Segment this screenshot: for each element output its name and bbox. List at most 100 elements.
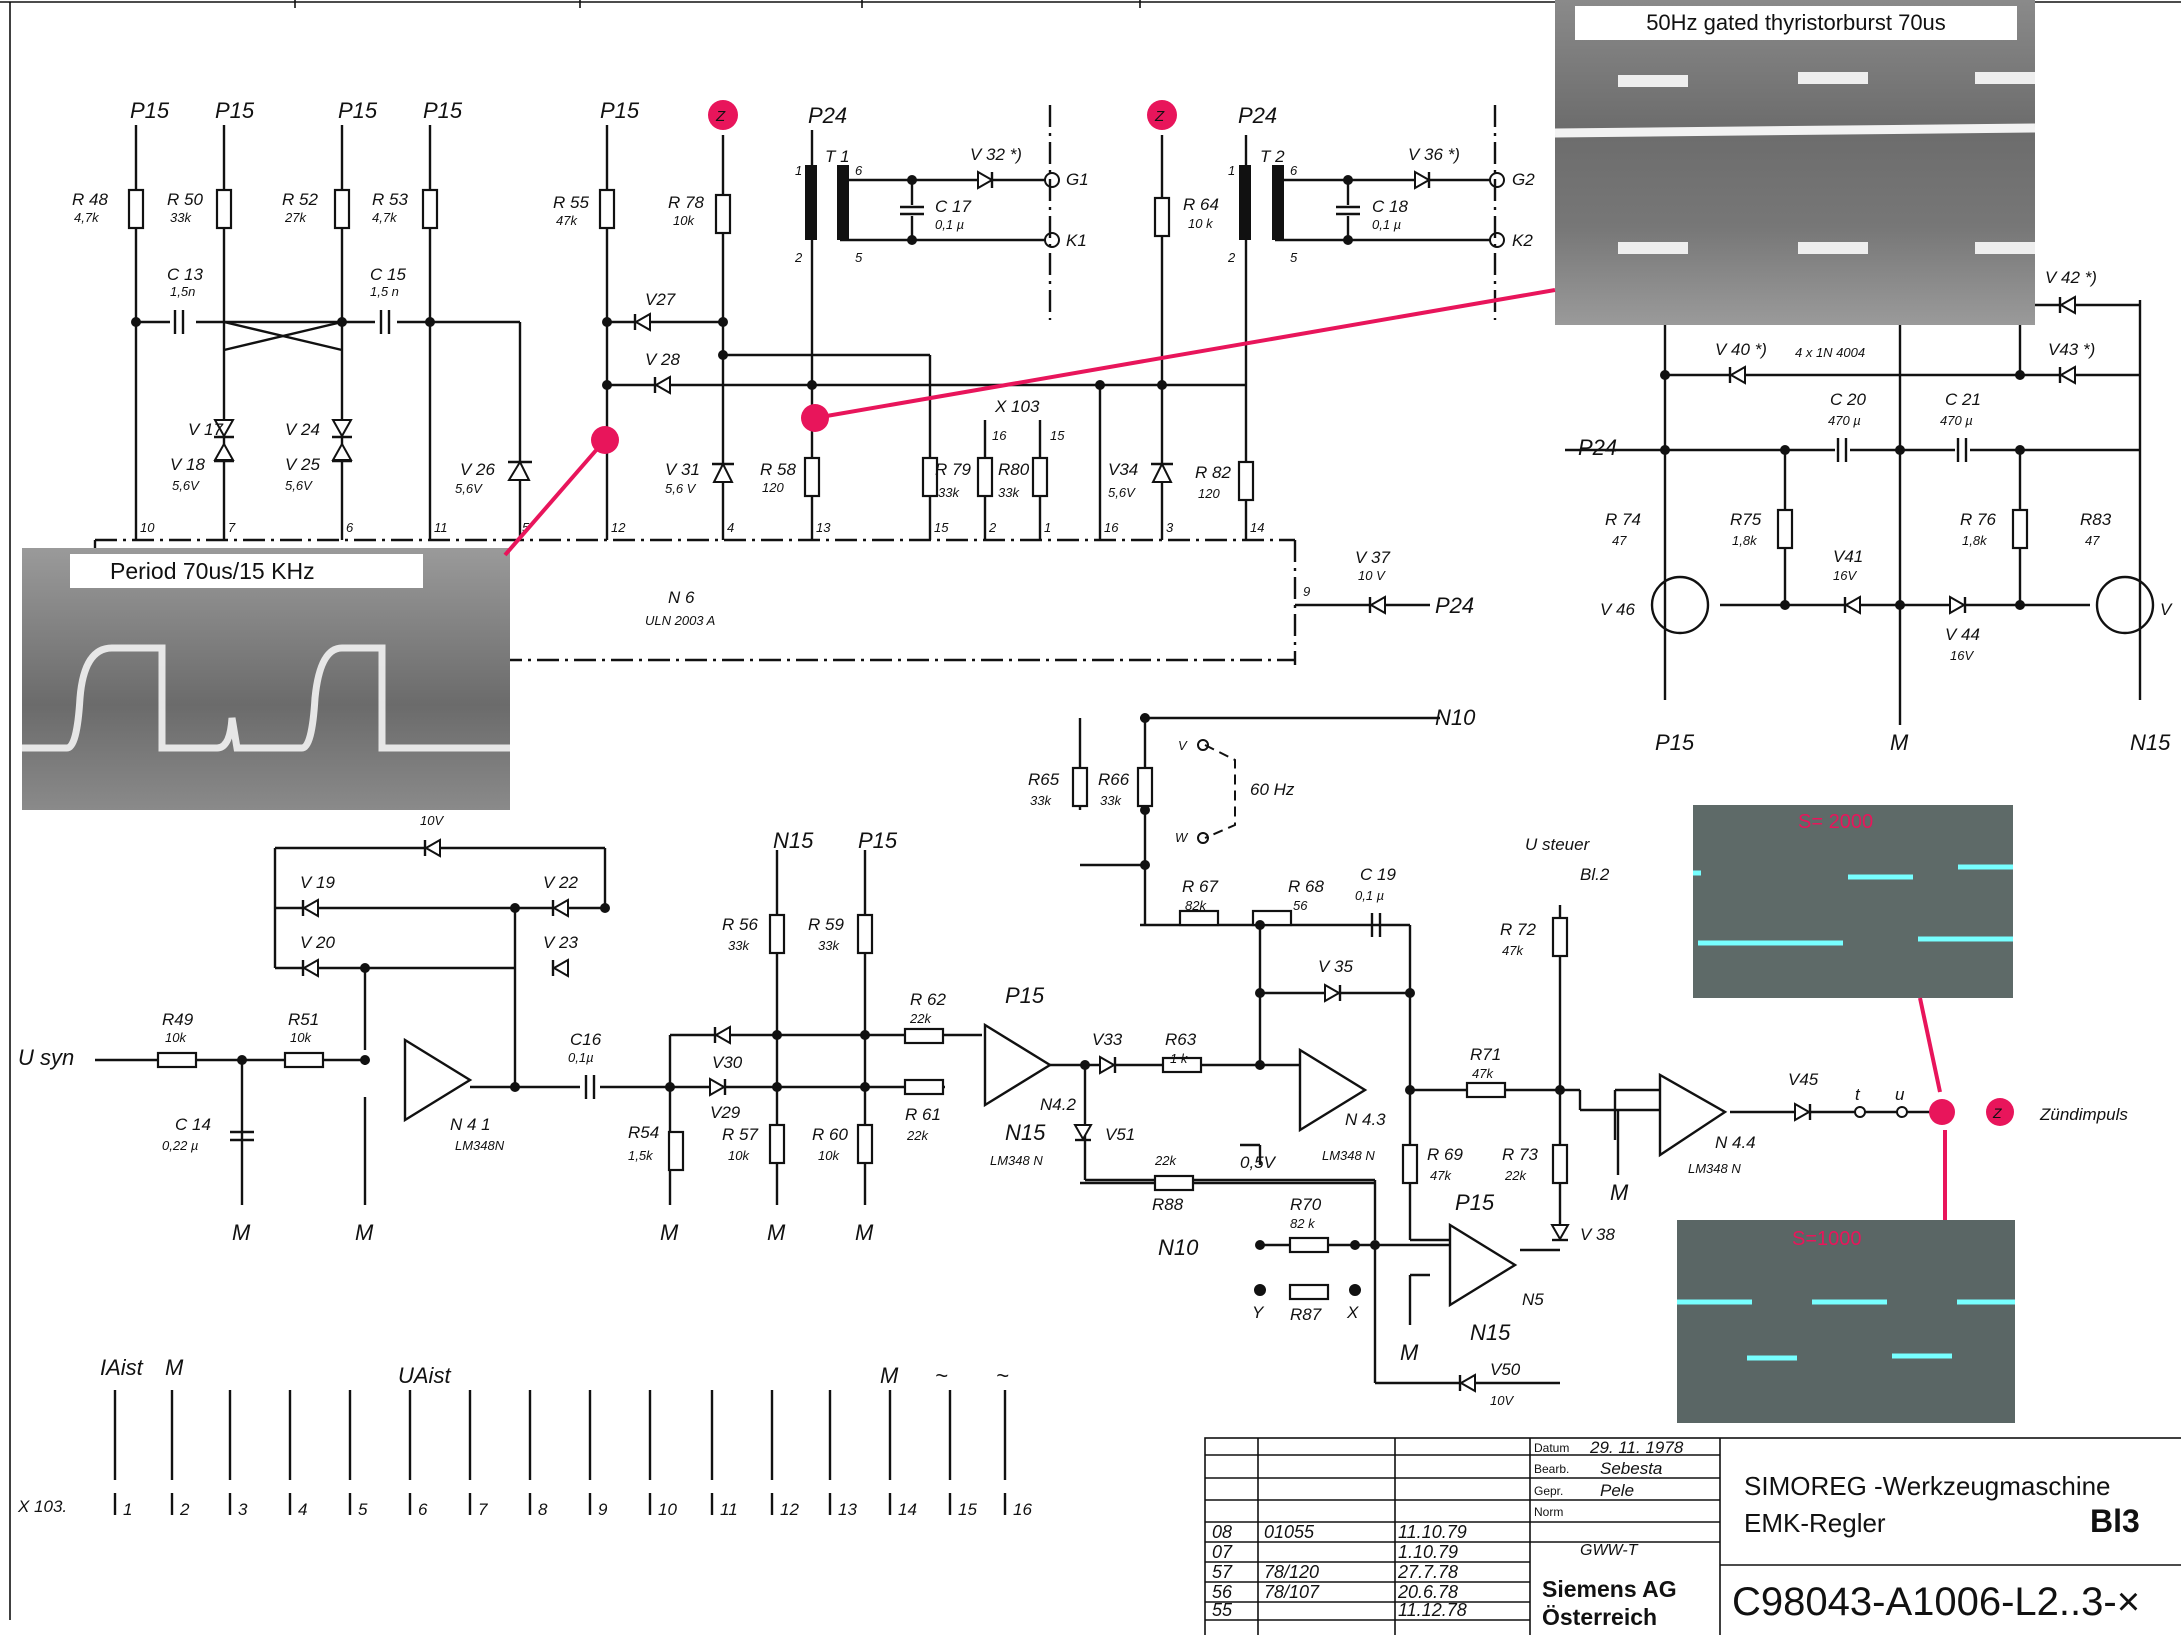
resistor-label: R 76 <box>1960 510 1996 529</box>
gate-outputs: V 32 *) G1 K1 V 36 *) G2 K2 <box>970 105 1535 320</box>
revision-date: 20.6.78 <box>1397 1582 1458 1602</box>
diode-type: 4 x 1N 4004 <box>1795 345 1865 360</box>
x103-pin-label: 9 <box>598 1500 608 1519</box>
supply-label: P15 <box>423 98 463 123</box>
svg-text:10: 10 <box>140 520 155 535</box>
svg-text:R 72: R 72 <box>1500 920 1536 939</box>
revision-change: 78/120 <box>1264 1562 1319 1582</box>
svg-text:W: W <box>1175 830 1189 845</box>
cap-value: 470 µ <box>1940 413 1973 428</box>
svg-text:N 4.3: N 4.3 <box>1345 1110 1386 1129</box>
revision-date: 27.7.78 <box>1397 1562 1458 1582</box>
resistor-value: 120 <box>762 480 784 495</box>
diode-value: 5,6V <box>1108 485 1136 500</box>
svg-text:R 56: R 56 <box>722 915 758 934</box>
svg-text:5: 5 <box>1290 250 1298 265</box>
svg-text:14: 14 <box>1250 520 1264 535</box>
svg-text:R 57: R 57 <box>722 1125 758 1144</box>
diode-value: 16V <box>1833 568 1857 583</box>
top-caps: C 13 1,5n C 15 1,5 n C 17 0,1 µ C 18 0,1… <box>167 178 1495 334</box>
gate-label: G2 <box>1512 170 1535 189</box>
svg-text:47k: 47k <box>1430 1168 1452 1183</box>
scope-label-s2000: S= 2000 <box>1798 811 1874 833</box>
transistor-label: V <box>2160 600 2173 619</box>
svg-text:3: 3 <box>1166 520 1174 535</box>
svg-text:6: 6 <box>855 163 863 178</box>
svg-text:GWW-T: GWW-T <box>1580 1542 1639 1559</box>
resistor-value: 120 <box>1198 486 1220 501</box>
diode-label: V 37 <box>1355 548 1391 567</box>
svg-text:Z: Z <box>1154 108 1165 125</box>
cap-label: C 13 <box>167 265 203 284</box>
resistor-label: R 74 <box>1605 510 1641 529</box>
x103-pin-label: 3 <box>238 1500 248 1519</box>
svg-text:Bl.2: Bl.2 <box>1580 865 1610 884</box>
diode-label: V 32 *) <box>970 145 1022 164</box>
diode-label: V 28 <box>645 350 681 369</box>
svg-text:Y: Y <box>1252 1303 1265 1322</box>
resistor-value: 47 <box>1612 533 1627 548</box>
ic-type: ULN 2003 A <box>645 613 715 628</box>
resistor-value: 33k <box>998 485 1020 500</box>
diode-label: V34 <box>1108 460 1138 479</box>
resistor-value: 10 k <box>1188 216 1214 231</box>
ground-label: M <box>660 1220 679 1245</box>
scope-s1000: S=1000 <box>1677 1220 2015 1423</box>
diode-label: V 24 <box>285 420 320 439</box>
svg-text:t: t <box>1855 1085 1861 1104</box>
svg-text:V 35: V 35 <box>1318 957 1354 976</box>
svg-text:22k: 22k <box>906 1128 929 1143</box>
svg-text:Pele: Pele <box>1600 1481 1634 1500</box>
x103-pin-label: 15 <box>958 1500 977 1519</box>
lower-components <box>156 713 1908 1393</box>
svg-text:R65: R65 <box>1028 770 1060 789</box>
svg-text:Z: Z <box>715 108 726 125</box>
n6-pin-labels: 10 7 6 11 5 12 4 13 15 2 1 16 3 14 9 <box>140 520 1310 599</box>
svg-text:R63: R63 <box>1165 1030 1197 1049</box>
svg-text:V50: V50 <box>1490 1360 1521 1379</box>
ic-n6: N 6 ULN 2003 A V 37 10 V P24 <box>93 538 1474 665</box>
svg-text:C 14: C 14 <box>175 1115 211 1134</box>
svg-text:Sebesta: Sebesta <box>1600 1459 1662 1478</box>
x103-pin-label: 6 <box>418 1500 428 1519</box>
svg-text:Bearb.: Bearb. <box>1534 1462 1569 1476</box>
supply-label: M <box>1890 730 1909 755</box>
svg-text:2: 2 <box>794 250 803 265</box>
svg-text:7: 7 <box>228 520 236 535</box>
svg-text:N5: N5 <box>1522 1290 1544 1309</box>
svg-text:N 4 1: N 4 1 <box>450 1115 491 1134</box>
svg-text:6: 6 <box>346 520 354 535</box>
svg-text:X 103.: X 103. <box>17 1497 67 1516</box>
scope-label-period: Period 70us/15 KHz <box>70 554 423 588</box>
svg-text:V51: V51 <box>1105 1125 1135 1144</box>
period-waveform <box>22 644 510 752</box>
supply-label: N15 <box>1470 1320 1511 1345</box>
svg-text:10k: 10k <box>728 1148 750 1163</box>
x103-pin-label: 12 <box>780 1500 799 1519</box>
top-resistor-labels: R 48 4,7k R 50 33k R 52 27k R 53 4,7k R … <box>72 190 1231 501</box>
revision-no: 57 <box>1212 1562 1233 1582</box>
ic-label: N 6 <box>668 588 695 607</box>
svg-text:~: ~ <box>996 1363 1009 1388</box>
svg-text:R49: R49 <box>162 1010 194 1029</box>
svg-text:V 20: V 20 <box>300 933 336 952</box>
svg-text:1,5k: 1,5k <box>628 1148 654 1163</box>
resistor-value: 33k <box>170 210 192 225</box>
svg-text:82 k: 82 k <box>1290 1216 1316 1231</box>
x103-pin-label: 10 <box>658 1500 677 1519</box>
svg-text:R70: R70 <box>1290 1195 1322 1214</box>
x103-pin-label: 1 <box>123 1500 132 1519</box>
svg-text:~: ~ <box>935 1363 948 1388</box>
diode-value: 5,6V <box>285 478 313 493</box>
gate-label: G1 <box>1066 170 1089 189</box>
resistor-label: R 55 <box>553 193 589 212</box>
revision-no: 07 <box>1212 1542 1233 1562</box>
resistor-label: R83 <box>2080 510 2112 529</box>
svg-text:V 23: V 23 <box>543 933 579 952</box>
gate-label: K1 <box>1066 231 1087 250</box>
svg-text:R88: R88 <box>1152 1195 1184 1214</box>
supply-label: P15 <box>130 98 170 123</box>
cap-label: C 21 <box>1945 390 1981 409</box>
